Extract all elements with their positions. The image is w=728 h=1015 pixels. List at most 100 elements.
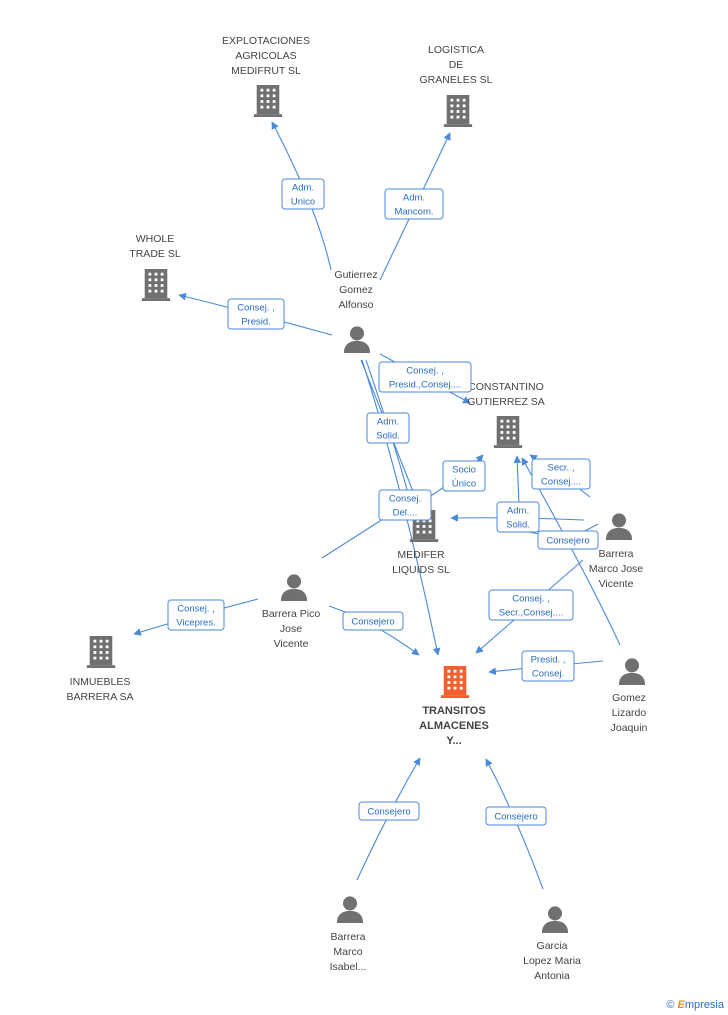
edge-label-e12[interactable]: Consej. , Vicepres. [167,599,225,631]
person-icon [336,896,364,923]
edge-label-box [358,801,420,821]
person-icon [343,326,371,353]
edge-label-box [227,298,285,330]
node-label: Jose [280,623,302,635]
node-logistica[interactable]: LOGISTICA DE GRANELES SL [420,44,493,127]
person-icon [605,513,633,540]
node-label: MEDIFRUT SL [231,65,301,77]
edge-label-e15[interactable]: Consejero [358,801,420,821]
edge-label-e14[interactable]: Presid. ,Consej. [521,650,575,682]
edge-label-text: Socio [452,465,476,476]
edge-label-box [167,599,225,631]
edge-label-text: Consejero [351,617,394,628]
node-label: Marco [333,946,362,958]
edge-label-box [521,650,575,682]
node-transitos[interactable]: TRANSITOSALMACENESY... [419,666,489,747]
node-label: Gomez [612,692,646,704]
edge-label-text: Consej. , [512,594,550,605]
node-label: Lopez Maria [523,955,581,967]
edge-label-e2[interactable]: Adm.Mancom. [384,188,444,220]
edge-label-box [496,501,540,533]
node-label: WHOLE [136,233,175,245]
edge-label-e9[interactable]: Adm.Solid. [496,501,540,533]
edge-label-text: Adm. [377,417,399,428]
node-label: Joaquin [611,722,648,734]
building-icon [86,636,116,668]
empresia-watermark[interactable]: © Empresia [666,999,724,1011]
edge-label-e13[interactable]: Consejero [342,611,404,631]
brand-name: mpresia [684,999,724,1011]
node-label: GRANELES SL [420,74,493,86]
edge-label-text: Adm. [507,506,529,517]
building-icon [141,269,171,301]
edge-label-text: Consejero [494,812,537,823]
node-label: Alfonso [338,299,373,311]
building-icon [440,666,470,698]
person-icon [541,906,569,933]
node-label: Garcia [537,940,568,952]
edge-label-e11[interactable]: Consej. , Secr.,Consej.... [488,589,574,621]
edge-label-text: Presid. [241,317,271,328]
node-label: CONSTANTINO [468,381,544,393]
edge-label-box [537,530,599,550]
edge-label-box [488,589,574,621]
edge-label-box [342,611,404,631]
edge-label-text: Consej. [389,494,421,505]
node-inmuebles[interactable]: INMUEBLES BARRERA SA [66,636,134,703]
node-label: Marco Jose [589,563,643,575]
edge-label-e3[interactable]: Consej. ,Presid. [227,298,285,330]
edge-label-text: Presid. , [531,655,566,666]
edge-label-e16[interactable]: Consejero [485,806,547,826]
edge-label-text: Secr. , [548,463,575,474]
node-label: TRADE SL [129,248,181,260]
edge-label-e1[interactable]: Adm.Unico [281,178,325,210]
node-label: Lizardo [612,707,647,719]
edge-label-box [384,188,444,220]
node-label: BARRERA SA [66,691,133,703]
copyright-symbol: © [666,999,675,1011]
edge-label-text: Consejero [367,807,410,818]
node-whole[interactable]: WHOLE TRADE SL [129,233,181,301]
edge-label-box [378,489,432,521]
edge-label-box [485,806,547,826]
edge-label-e7[interactable]: Secr. , Consej.... [531,458,591,490]
node-label: LOGISTICA [428,44,484,56]
node-label: MEDIFER [397,549,445,561]
node-label: INMUEBLES [70,676,131,688]
node-label: GUTIERREZ SA [467,396,545,408]
person-icon [280,574,308,601]
building-icon [443,95,473,127]
edge-label-e5[interactable]: Adm.Solid. [366,412,410,444]
edge-label-e10[interactable]: Consejero [537,530,599,550]
edge-label-e4[interactable]: Consej. ,Presid.,Consej.... [378,361,472,393]
edge-label-box [378,361,472,393]
edge-label-text: Unico [291,197,315,208]
node-label: DE [449,59,464,71]
building-icon [253,85,283,117]
edge-label-text: Vicepres. [176,618,215,629]
edge-label-text: Consej.... [541,477,581,488]
edge-label-box [366,412,410,444]
edge-label-box [442,460,486,492]
node-label: Gutierrez [334,269,377,281]
edge-label-text: Adm. [403,193,425,204]
node-label: Antonia [534,970,570,982]
node-barrera_isabel[interactable]: BarreraMarcoIsabel... [330,896,367,973]
edge-label-text: Consej. , [177,604,215,615]
edge-label-text: Secr.,Consej.... [499,608,563,619]
person-icon [618,658,646,685]
node-label: Y... [446,735,461,747]
node-constantino[interactable]: CONSTANTINO GUTIERREZ SA [467,381,545,448]
edge-label-e8[interactable]: Consej.Del.... [378,489,432,521]
node-label: Isabel... [330,961,367,973]
